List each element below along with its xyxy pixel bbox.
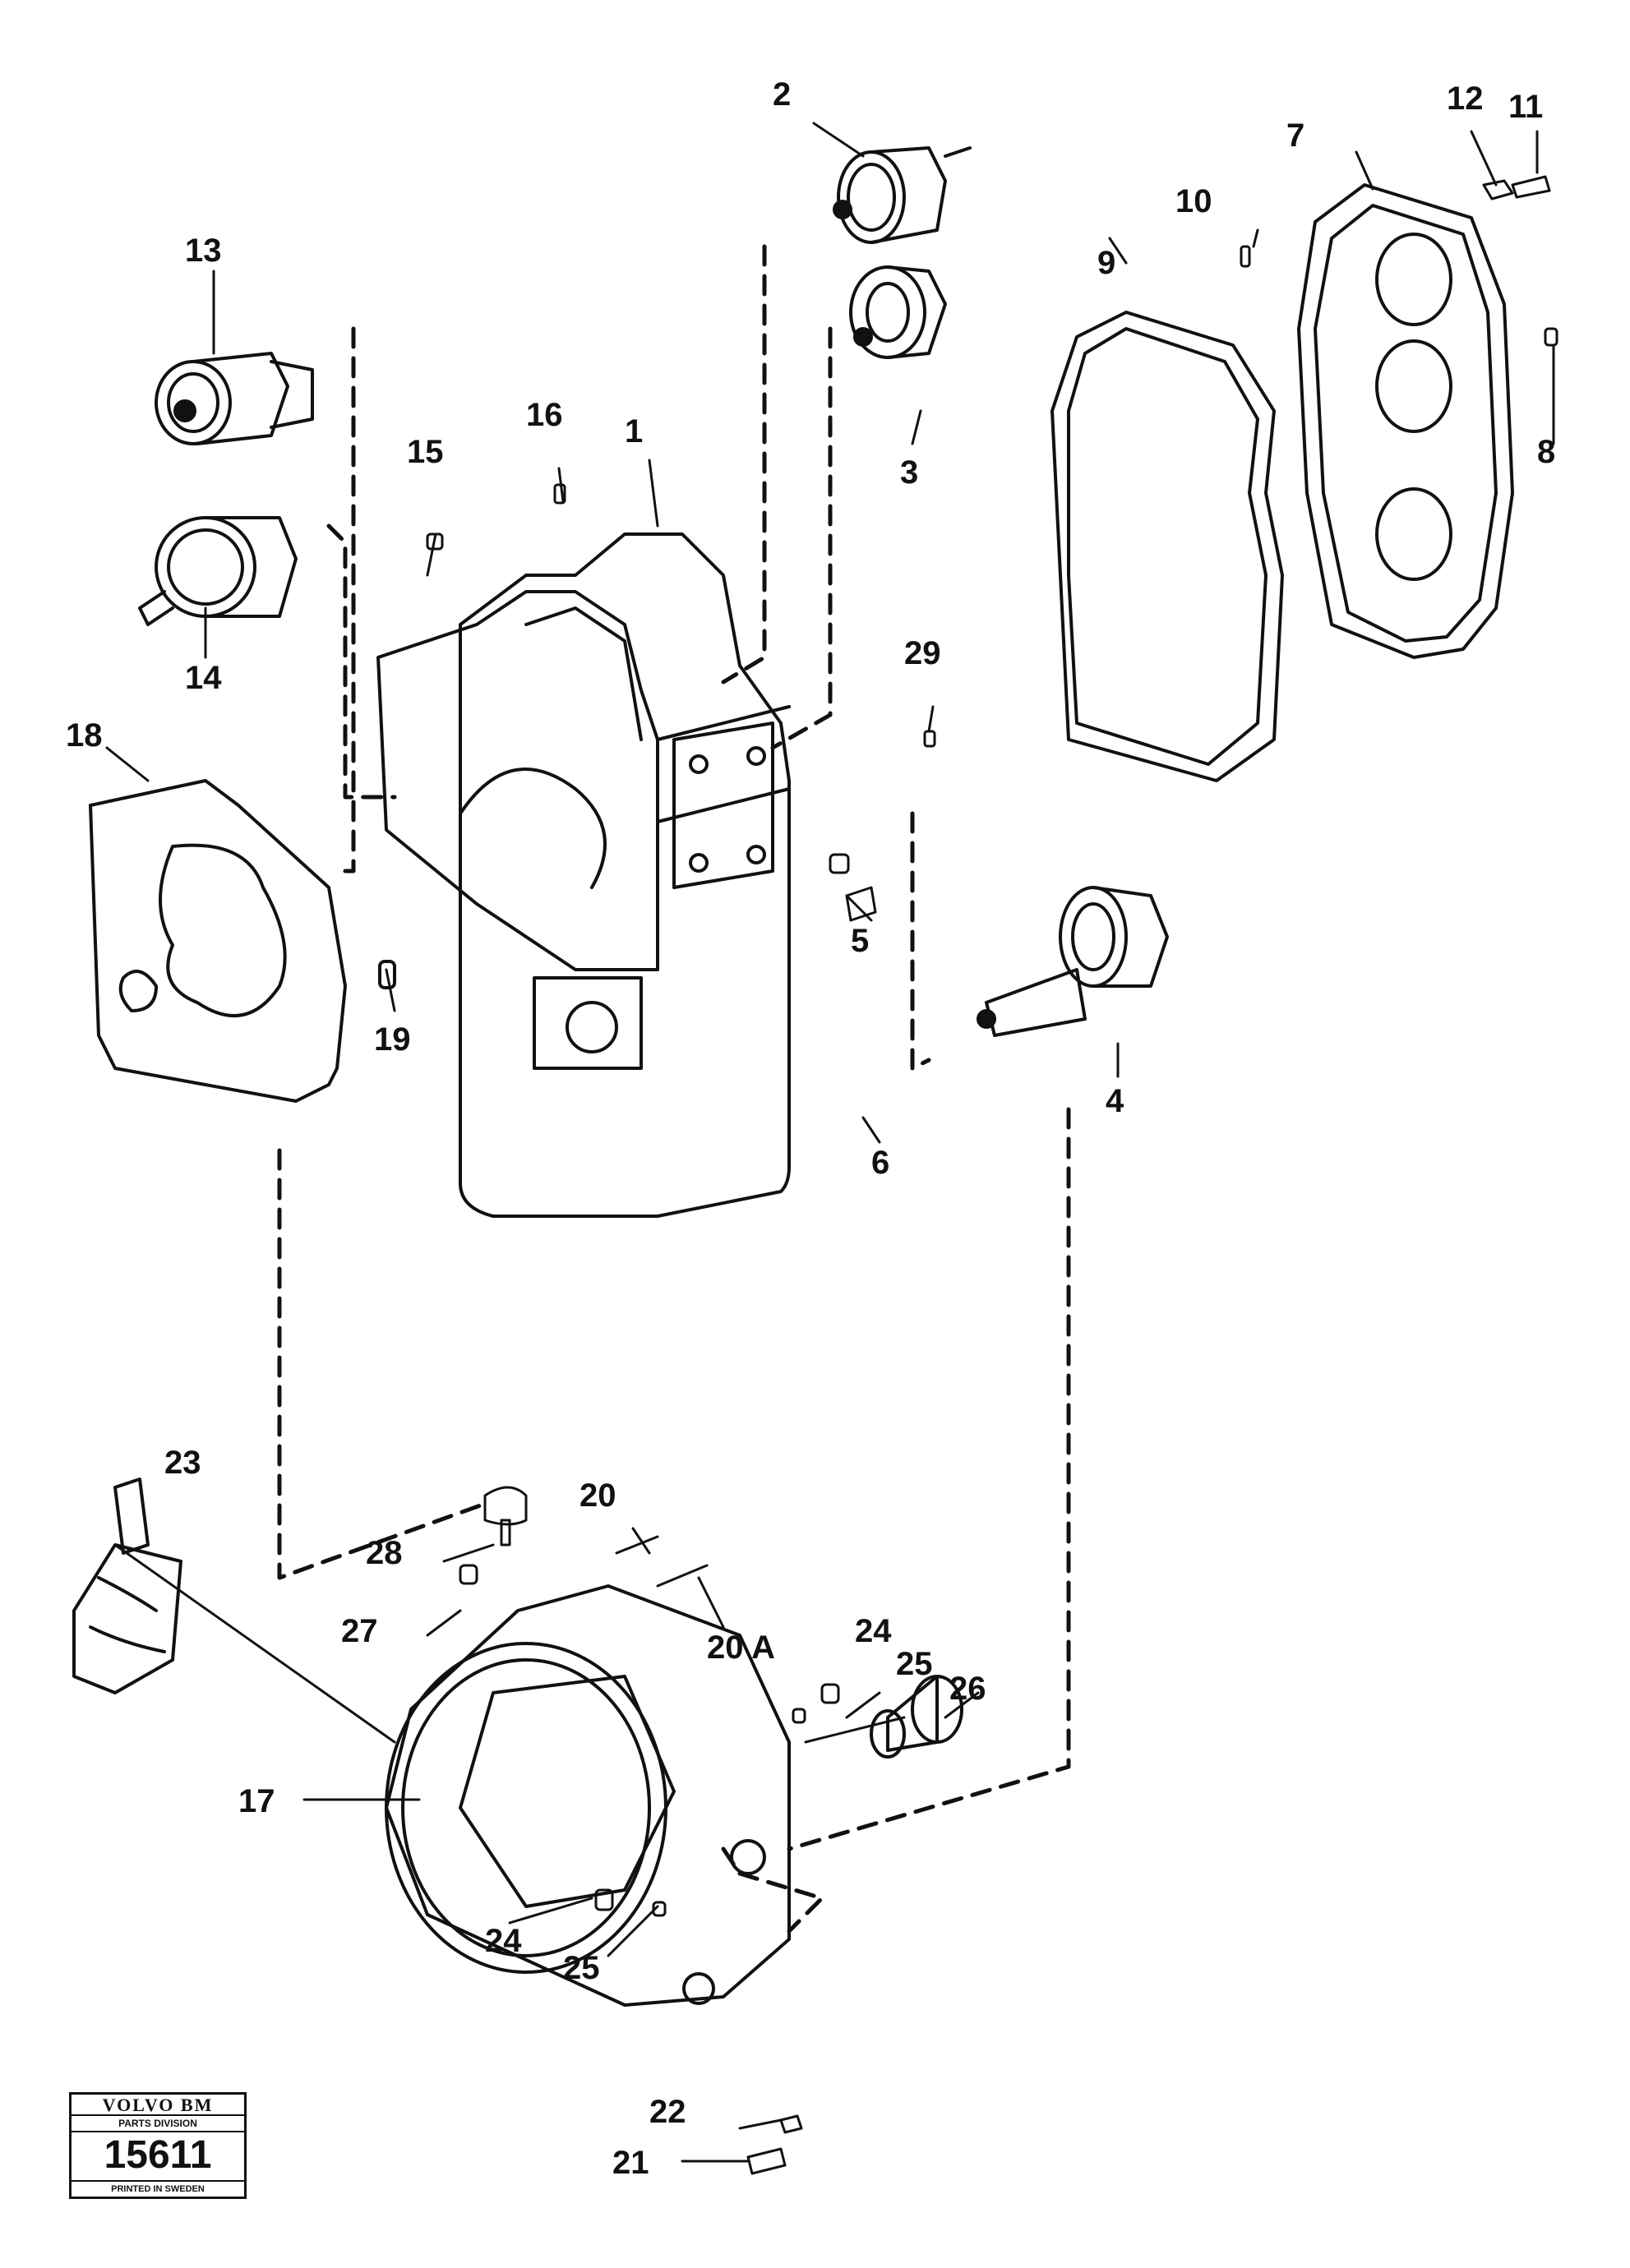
pin-19 (378, 960, 396, 989)
gear-shaft-13 (155, 352, 314, 445)
pin-10 (1240, 245, 1251, 268)
stud-20 (615, 1535, 659, 1555)
plug-8 (1544, 327, 1558, 347)
gear-3 (849, 265, 947, 359)
stamp-brand: VOLVO BM (102, 2095, 214, 2115)
callout-19: 19 (374, 1021, 411, 1058)
plug-24-top (820, 1683, 840, 1704)
callout-25-bottom: 25 (563, 1950, 600, 1986)
gasket-rear (1050, 311, 1284, 782)
callout-28: 28 (366, 1535, 403, 1571)
clutch-pack-2 (833, 146, 972, 244)
callout-25-top: 25 (896, 1646, 933, 1682)
plug-25-top (792, 1708, 806, 1724)
plug-27 (459, 1564, 478, 1585)
callout-11: 11 (1508, 89, 1544, 125)
plug-29 (923, 730, 936, 748)
small-parts-17 (459, 1486, 840, 2175)
callout-9: 9 (1097, 245, 1116, 281)
stamp-division: PARTS DIVISION (72, 2114, 244, 2132)
fasteners (426, 175, 1558, 922)
callout-27: 27 (341, 1613, 378, 1649)
callout-13: 13 (185, 233, 222, 269)
callout-29: 29 (904, 635, 941, 671)
callout-5: 5 (851, 923, 870, 959)
callout-23: 23 (164, 1445, 201, 1481)
callout-24-bottom: 24 (485, 1923, 522, 1959)
washer-22 (779, 2114, 803, 2134)
plug-6 (845, 886, 877, 922)
callout-20a: 20 A (707, 1630, 776, 1666)
plug-28 (483, 1486, 528, 1526)
plug-25-bottom (652, 1901, 667, 1917)
washer-12 (1482, 179, 1514, 201)
callout-16: 16 (526, 397, 563, 433)
callout-8: 8 (1537, 434, 1556, 470)
callout-20: 20 (580, 1477, 616, 1514)
plug-16 (553, 483, 566, 505)
callout-15: 15 (407, 434, 444, 470)
callout-2: 2 (773, 76, 792, 113)
rear-cover-plate (1297, 183, 1514, 659)
callout-1: 1 (625, 413, 644, 449)
callout-17: 17 (238, 1783, 275, 1819)
bolt-21 (746, 2147, 787, 2175)
callout-24-top: 24 (855, 1613, 892, 1649)
callout-6: 6 (871, 1145, 890, 1181)
callout-7: 7 (1286, 118, 1305, 154)
callout-12: 12 (1447, 81, 1484, 117)
plug-15 (426, 532, 444, 551)
gear-shaft-14 (138, 516, 298, 626)
stamp-number: 15611 (104, 2133, 212, 2177)
stamp-printed: PRINTED IN SWEDEN (72, 2180, 244, 2197)
sleeve-26 (870, 1675, 963, 1759)
callout-26: 26 (949, 1671, 986, 1707)
parts-division-stamp: VOLVO BM PARTS DIVISION 15611 PRINTED IN… (69, 2092, 247, 2199)
callout-21: 21 (612, 2145, 649, 2181)
stud-20a (656, 1564, 709, 1588)
transmission-housing (376, 532, 791, 1218)
bolt-11 (1511, 175, 1551, 199)
callout-4: 4 (1106, 1083, 1124, 1119)
plug-24-bottom (594, 1888, 614, 1911)
callout-22: 22 (649, 2094, 686, 2130)
gear-shaft-4 (977, 886, 1169, 1037)
callout-3: 3 (900, 454, 919, 491)
callout-10: 10 (1175, 183, 1212, 219)
control-valve-23 (72, 1477, 182, 1694)
plug-5 (829, 853, 850, 874)
callout-14: 14 (185, 660, 222, 696)
leader-lines (105, 122, 1555, 2163)
converter-housing-17 (385, 1584, 791, 2007)
callout-18: 18 (66, 717, 103, 754)
gasket-front-plate (89, 779, 347, 1103)
